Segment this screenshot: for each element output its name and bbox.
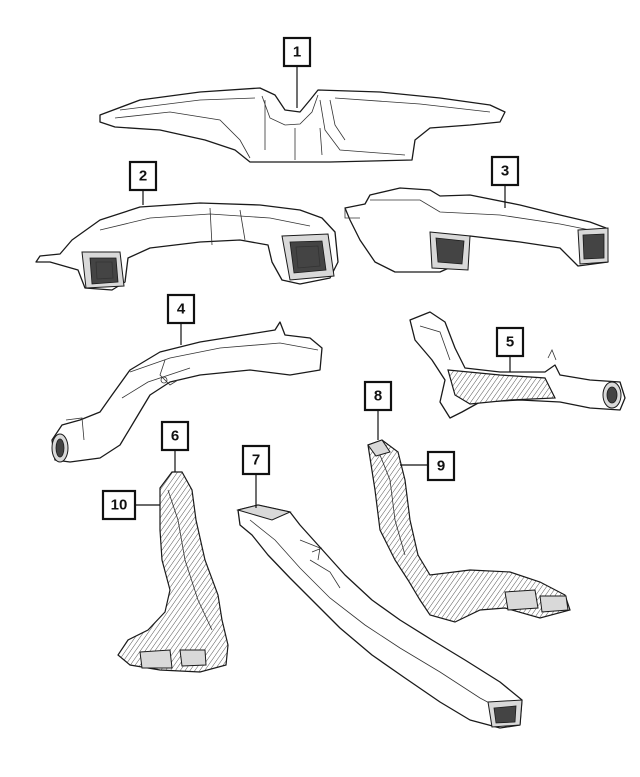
part-2-duct xyxy=(35,202,339,291)
callout-1-label: 1 xyxy=(293,44,301,61)
callout-9: 9 xyxy=(426,450,456,482)
callout-3-label: 3 xyxy=(501,163,509,180)
part-9-duct xyxy=(367,439,571,623)
part-5-hose xyxy=(409,311,626,419)
part-7-duct xyxy=(236,504,523,729)
callout-5-label: 5 xyxy=(506,334,514,351)
part-6-duct xyxy=(117,471,229,673)
callout-6-label: 6 xyxy=(171,428,179,445)
callout-5: 5 xyxy=(495,326,525,358)
callout-2: 2 xyxy=(128,160,158,192)
callout-2-label: 2 xyxy=(139,168,147,185)
callout-10: 10 xyxy=(101,489,137,521)
callout-1: 1 xyxy=(282,36,312,68)
part-4-duct xyxy=(51,321,323,463)
callout-4: 4 xyxy=(166,293,196,325)
callout-6: 6 xyxy=(160,420,190,452)
callout-7: 7 xyxy=(241,444,271,476)
callout-4-label: 4 xyxy=(177,301,186,318)
callout-10-label: 10 xyxy=(111,497,128,514)
callout-3: 3 xyxy=(490,155,520,187)
callout-8-label: 8 xyxy=(374,388,382,405)
callout-8: 8 xyxy=(363,380,393,412)
callout-9-label: 9 xyxy=(437,458,445,475)
callout-7-label: 7 xyxy=(252,452,260,469)
part-3-duct xyxy=(344,187,609,273)
part-1-duct xyxy=(99,87,506,163)
